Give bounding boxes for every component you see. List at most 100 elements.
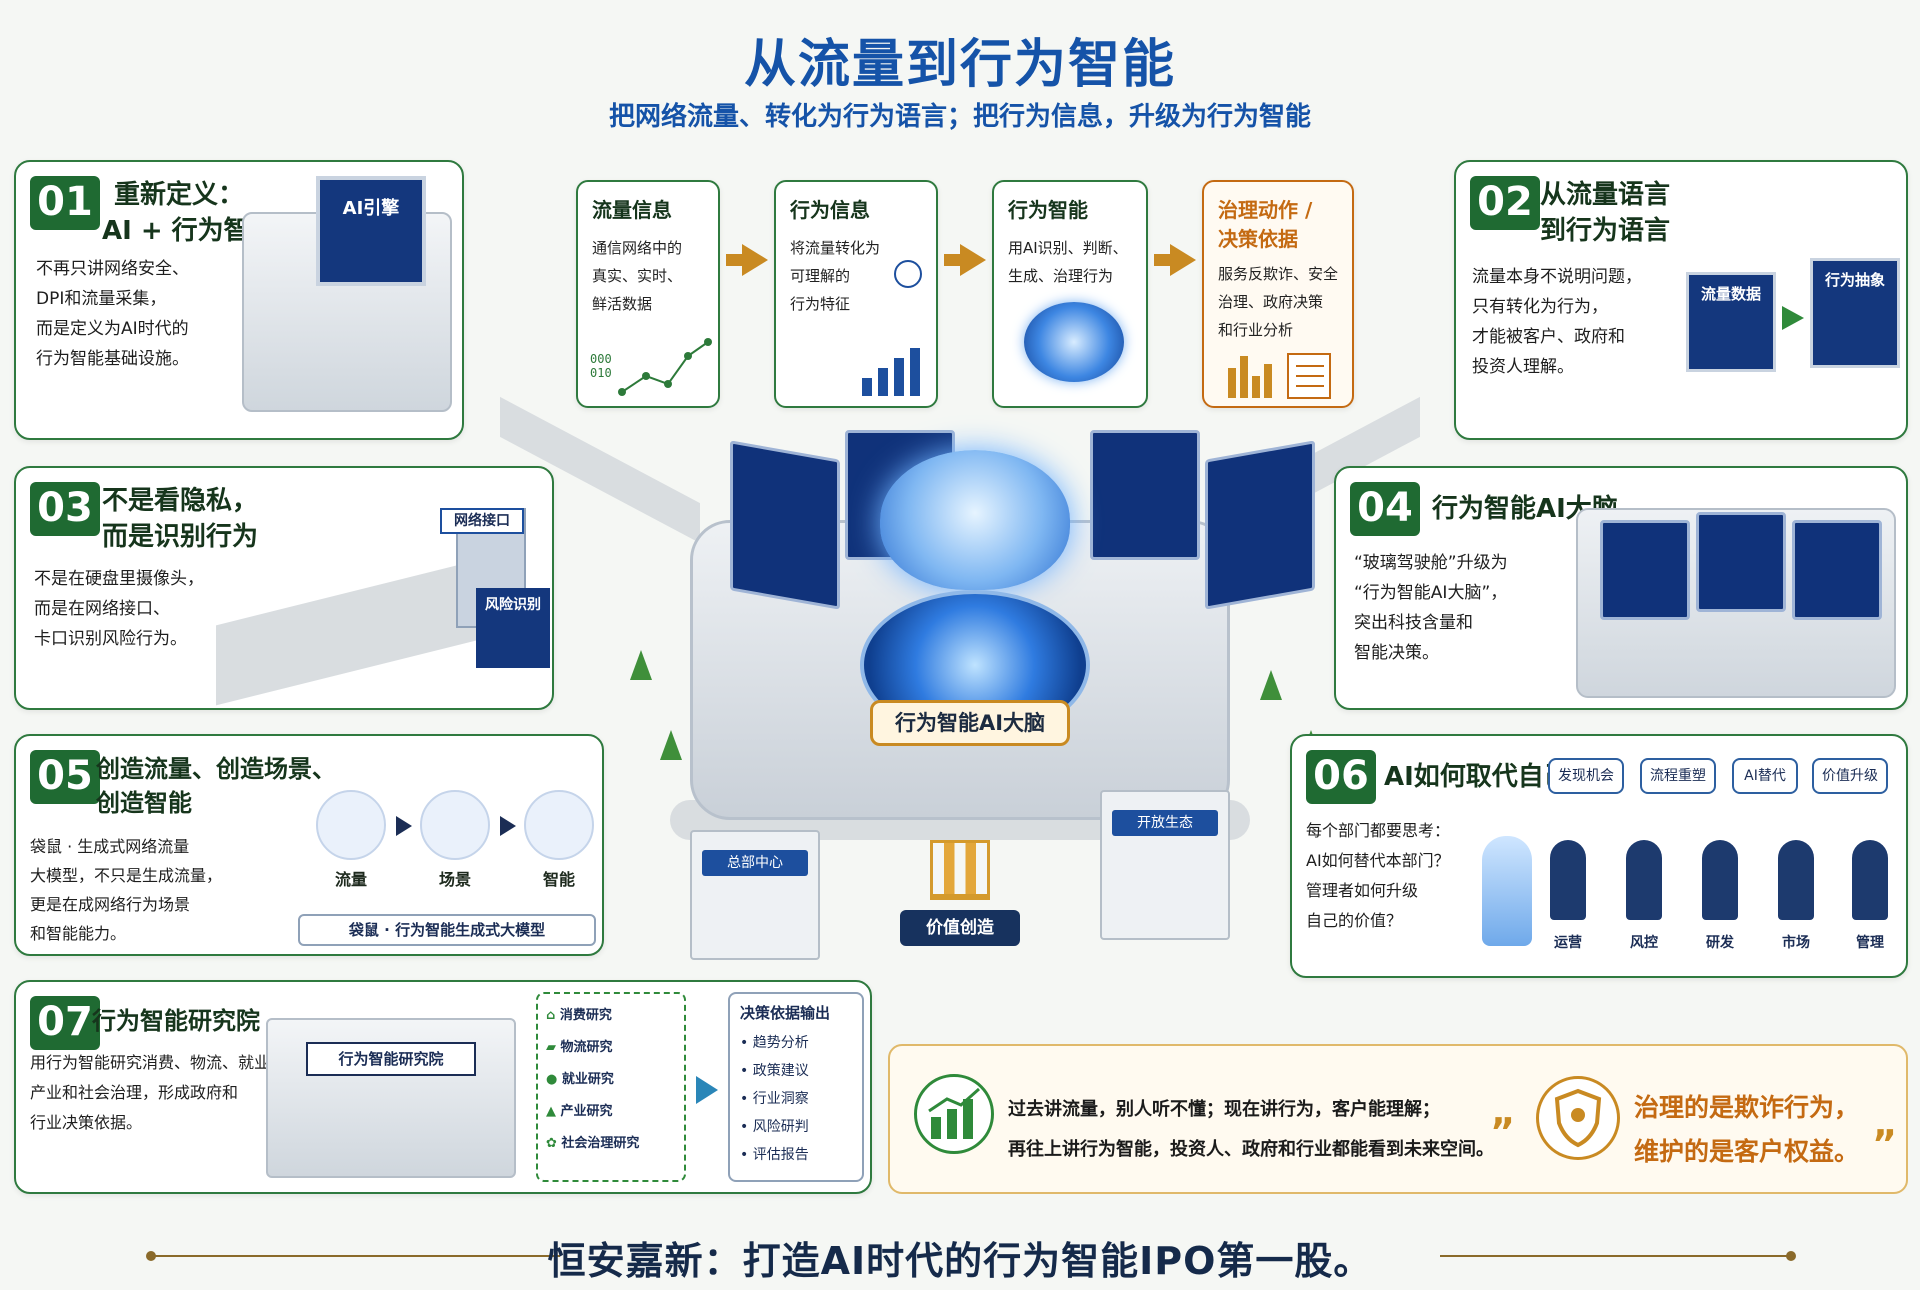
traffic-data-screen: 流量数据 — [1686, 272, 1776, 372]
report-chart-icon — [1228, 353, 1331, 399]
research-item: ▰ 物流研究 — [546, 1040, 613, 1055]
waveform-icon — [316, 790, 386, 860]
user-icon — [894, 260, 922, 288]
ecosystem-building: 开放生态 — [1100, 790, 1230, 940]
footer-text: 恒安嘉新：打造AI时代的行为智能IPO第一股。 — [547, 1239, 1373, 1283]
panel-number: 05 — [30, 750, 100, 804]
ai-robot-icon — [1482, 836, 1532, 946]
model-banner: 袋鼠 · 行为智能生成式大模型 — [298, 914, 596, 946]
role-label: 运营 — [1554, 935, 1582, 951]
footer-dot — [146, 1251, 156, 1261]
panel-07: 07 行为智能研究院 用行为智能研究消费、物流、就业、产业和社会治理，形成政府和… — [14, 980, 872, 1194]
panel-title: AI如何取代自己 — [1384, 762, 1570, 792]
arrow-right-icon — [696, 1076, 718, 1104]
panel-description: “玻璃驾驶舱”升级为“行为智能AI大脑”，突出科技含量和智能决策。 — [1354, 553, 1508, 663]
flow-arrow — [944, 254, 962, 266]
governance-text: 治理的是欺诈行为，维护的是客户权益。 — [1634, 1093, 1860, 1166]
step-tag: 流程重塑 — [1640, 758, 1716, 794]
flow-arrow — [1154, 254, 1172, 266]
panel-06: 06 AI如何取代自己 每个部门都要思考：AI如何替代本部门？管理者如何升级自己… — [1290, 734, 1908, 978]
staff-figure — [1626, 840, 1662, 920]
research-item: ● 就业研究 — [546, 1072, 614, 1087]
panel-title: 创造智能 — [96, 789, 192, 817]
panel-description: 不是在硬盘里摄像头，而是在网络接口、卡口识别风险行为。 — [34, 569, 204, 649]
output-title: 决策依据输出 — [740, 1004, 831, 1022]
flow-arrow — [726, 254, 744, 266]
role-label: 市场 — [1782, 935, 1810, 951]
footer-divider-right — [1440, 1255, 1790, 1257]
output-item: • 趋势分析 — [740, 1035, 809, 1051]
arrow-right-icon — [1782, 306, 1804, 330]
dashboard-screen — [1205, 440, 1315, 610]
brain-outline-icon — [524, 790, 594, 860]
research-list: ⌂ 消费研究 ▰ 物流研究 ● 就业研究 ▲ 产业研究 ✿ 社会治理研究 — [536, 992, 686, 1182]
brain-icon — [1024, 302, 1124, 382]
icon-label: 流量 — [334, 870, 367, 889]
tree — [630, 650, 652, 680]
flow-step-governance: 治理动作 /决策依据 服务反欺诈、安全治理、政府决策和行业分析 — [1202, 180, 1354, 408]
panel-title: 行为智能研究院 — [92, 1007, 260, 1035]
output-item: • 政策建议 — [740, 1063, 809, 1079]
flow-step-behavior: 行为信息 将流量转化为可理解的行为特征 — [774, 180, 938, 408]
shield-people-icon — [1536, 1076, 1620, 1160]
panel-description: 每个部门都要思考：AI如何替代本部门？管理者如何升级自己的价值？ — [1306, 821, 1451, 930]
hq-sign: 总部中心 — [702, 850, 808, 876]
icon-label: 智能 — [542, 870, 575, 889]
flow-arrow-head — [1170, 244, 1196, 276]
panel-number: 04 — [1350, 482, 1420, 536]
output-item: • 评估报告 — [740, 1147, 809, 1163]
icon-label: 场景 — [438, 870, 471, 889]
hq-building: 总部中心 — [690, 830, 820, 960]
panel-title: 创造流量、创造场景、 — [96, 755, 336, 783]
panel-01: 01 重新定义： AI + 行为智能 不再只讲网络安全、DPI和流量采集，而是定… — [14, 160, 464, 440]
research-item: ✿ 社会治理研究 — [546, 1136, 640, 1151]
staff-figure — [1550, 840, 1586, 920]
city-scene: 行为智能AI大脑 总部中心 开放生态 价值创造 — [460, 396, 1460, 970]
panel-title: 到行为语言 — [1540, 216, 1671, 246]
staff-figure — [1852, 840, 1888, 920]
panel-05: 05 创造流量、创造场景、 创造智能 袋鼠 · 生成式网络流量大模型，不只是生成… — [14, 734, 604, 956]
panel-number: 03 — [30, 482, 100, 536]
panel-title: 重新定义： — [114, 180, 245, 210]
monitor-wall — [1696, 512, 1786, 612]
panel-description: 不再只讲网络安全、DPI和流量采集，而是定义为AI时代的行为智能基础设施。 — [36, 259, 189, 369]
panel-title: 从流量语言 — [1540, 180, 1671, 210]
research-item: ⌂ 消费研究 — [546, 1008, 612, 1023]
step-tag: 价值升级 — [1812, 758, 1888, 794]
role-label: 管理 — [1856, 935, 1884, 951]
panel-description: 流量本身不说明问题，只有转化为行为，才能被客户、政府和投资人理解。 — [1472, 267, 1642, 377]
panel-number: 01 — [30, 176, 100, 230]
quote-text: 过去讲流量，别人听不懂；现在讲行为，客户能理解；再往上讲行为智能，投资人、政府和… — [1008, 1099, 1494, 1160]
role-label: 风控 — [1630, 935, 1658, 951]
footer-dot — [1786, 1251, 1796, 1261]
monitor-wall — [1600, 520, 1690, 620]
bar-chart-icon — [862, 348, 920, 396]
panel-title: 不是看隐私， — [102, 486, 259, 516]
truck-icon: ▰ — [546, 1040, 561, 1055]
flow-arrow-head — [960, 244, 986, 276]
gear-icon: ✿ — [546, 1136, 562, 1151]
panel-number: 02 — [1470, 176, 1540, 230]
output-item: • 行业洞察 — [740, 1091, 809, 1107]
research-item: ▲ 产业研究 — [546, 1104, 613, 1119]
output-list: 决策依据输出 • 趋势分析 • 政策建议 • 行业洞察 • 风险研判 • 评估报… — [728, 992, 864, 1182]
dashboard-screen — [730, 440, 840, 610]
output-item: • 风险研判 — [740, 1119, 809, 1135]
quote-mark: ” — [1872, 1122, 1897, 1166]
panel-03: 03 不是看隐私， 而是识别行为 不是在硬盘里摄像头，而是在网络接口、卡口识别风… — [14, 466, 554, 710]
panel-04: 04 行为智能AI大脑 “玻璃驾驶舱”升级为“行为智能AI大脑”，突出科技含量和… — [1334, 466, 1908, 710]
staff-figure — [1778, 840, 1814, 920]
tree — [1260, 670, 1282, 700]
flow-arrow-head — [742, 244, 768, 276]
risk-detection-sign: 风险识别 — [476, 588, 550, 668]
footer-divider-left — [150, 1255, 560, 1257]
step-tag: 发现机会 — [1548, 758, 1624, 794]
value-creation-icon — [930, 840, 990, 900]
panel-02: 02 从流量语言 到行为语言 流量本身不说明问题，只有转化为行为，才能被客户、政… — [1454, 160, 1908, 440]
behavior-abstract-screen: 行为抽象 — [1810, 258, 1900, 368]
value-creation-label: 价值创造 — [900, 910, 1020, 946]
arrow-right-icon — [396, 816, 412, 836]
panel-description: 用行为智能研究消费、物流、就业、产业和社会治理，形成政府和行业决策依据。 — [30, 1053, 287, 1132]
ai-engine-sign: AI引擎 — [316, 176, 426, 286]
